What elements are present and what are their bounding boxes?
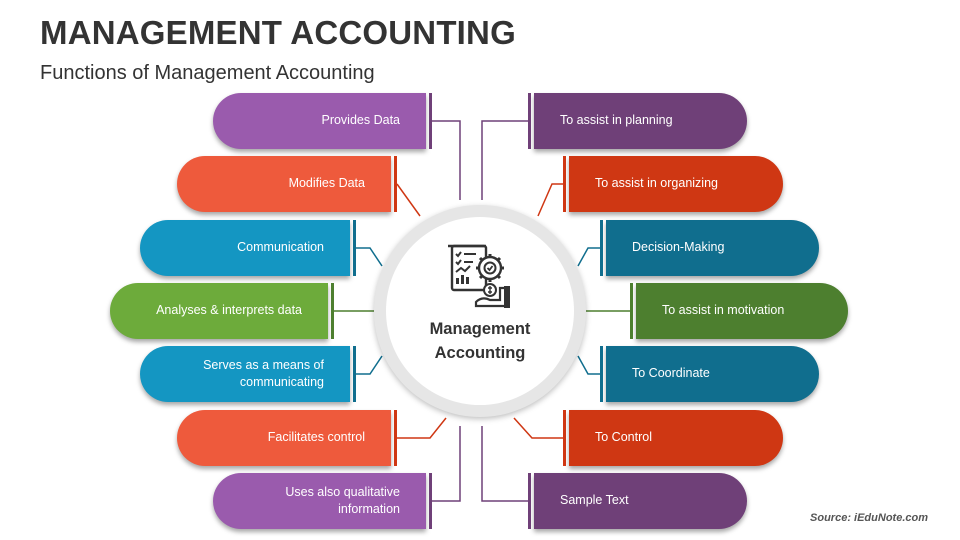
item-label: Analyses & interprets data	[156, 303, 302, 318]
source-credit: Source: iEduNote.com	[810, 512, 928, 524]
item-assist-in-planning: To assist in planning	[528, 93, 747, 149]
item-label: To assist in organizing	[595, 176, 718, 191]
item-facilitates-control: Facilitates control	[177, 410, 397, 466]
item-label: Modifies Data	[288, 176, 365, 191]
item-label: To assist in motivation	[662, 303, 785, 318]
item-label: Sample Text	[560, 493, 629, 508]
connector-left-5	[356, 355, 383, 375]
item-accent-bar	[528, 473, 531, 529]
item-accent-bar	[600, 220, 603, 276]
connector-left-2	[396, 183, 421, 217]
item-assist-in-motivation: To assist in motivation	[630, 283, 848, 339]
item-accent-bar	[353, 346, 356, 402]
item-label: Decision-Making	[632, 240, 725, 255]
connector-right-2	[537, 183, 563, 217]
connector-right-6	[513, 417, 563, 439]
item-accent-bar	[563, 410, 566, 466]
center-circle	[386, 217, 574, 405]
item-accent-bar	[528, 93, 531, 149]
item-accent-bar	[630, 283, 633, 339]
item-accent-bar	[429, 473, 432, 529]
connector-right-5	[577, 355, 600, 375]
item-accent-bar	[600, 346, 603, 402]
item-communication: Communication	[140, 220, 356, 276]
connector-right-3	[577, 247, 600, 267]
center-label-line2: Accounting	[434, 343, 526, 362]
item-label: To Control	[595, 430, 652, 445]
item-label: To assist in planning	[560, 113, 673, 128]
item-label: Facilitates control	[267, 430, 365, 445]
center-label-line1: Management	[429, 320, 531, 338]
item-label: Provides Data	[321, 113, 400, 128]
item-label: Communication	[237, 240, 324, 255]
accounting-document-gear-icon	[448, 244, 510, 308]
item-label: To Coordinate	[632, 366, 710, 381]
item-accent-bar	[331, 283, 334, 339]
center-label: Management Accounting	[386, 318, 574, 366]
item-sample-text: Sample Text	[528, 473, 747, 529]
connector-right-7	[481, 426, 528, 502]
item-assist-in-organizing: To assist in organizing	[563, 156, 783, 212]
item-provides-data: Provides Data	[213, 93, 432, 149]
item-accent-bar	[394, 410, 397, 466]
connector-left-6	[397, 417, 447, 439]
item-to-coordinate: To Coordinate	[600, 346, 819, 402]
connector-left-3	[356, 247, 383, 267]
item-modifies-data: Modifies Data	[177, 156, 397, 212]
item-accent-bar	[429, 93, 432, 149]
connector-left-7	[432, 426, 461, 502]
item-decision-making: Decision-Making	[600, 220, 819, 276]
item-accent-bar	[394, 156, 397, 212]
page-title: MANAGEMENT ACCOUNTING	[40, 14, 516, 51]
item-accent-bar	[563, 156, 566, 212]
connector-right-1	[481, 120, 528, 200]
page-subtitle: Functions of Management Accounting	[40, 62, 375, 84]
item-accent-bar	[353, 220, 356, 276]
item-analyses-interprets-data: Analyses & interprets data	[110, 283, 334, 339]
connector-left-1	[432, 120, 461, 200]
item-to-control: To Control	[563, 410, 783, 466]
